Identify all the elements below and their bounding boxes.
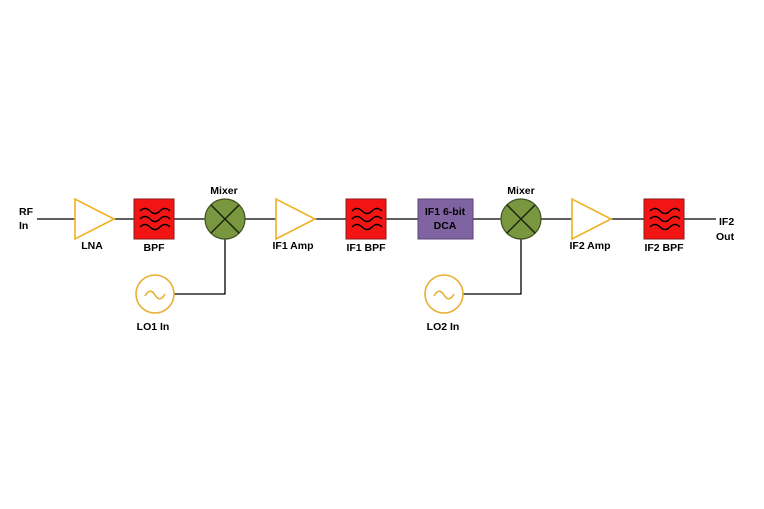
filter-wave-top	[649, 207, 681, 215]
filter-wave-mid	[139, 215, 171, 223]
if2-bpf-block: IF2 BPF	[643, 198, 685, 254]
rf-in-label-line2: In	[19, 220, 28, 232]
filter-wave-bottom	[649, 223, 681, 231]
filter-wave-top	[139, 207, 171, 215]
if2-out-label-line1: IF2	[719, 216, 734, 228]
mixer1-block: Mixer	[204, 185, 246, 240]
if1-bpf-block: IF1 BPF	[345, 198, 387, 254]
mixer-x-line-b	[210, 204, 240, 234]
filter-wave-top	[351, 207, 383, 215]
lo2-block: LO2 In	[424, 274, 464, 333]
lna-label: LNA	[81, 240, 103, 252]
wire-lo2-feed	[463, 239, 522, 295]
if2-bpf-label: IF2 BPF	[644, 242, 684, 254]
dca-label-line2: DCA	[434, 220, 457, 232]
dca-box	[417, 198, 474, 240]
oscillator-sine-wave	[433, 290, 455, 300]
triangle-amplifier-icon	[74, 197, 116, 241]
filter-wave-mid	[351, 215, 383, 223]
dca-block: IF1 6-bit DCA	[417, 198, 474, 240]
if2-out-label-line2: Out	[716, 231, 735, 243]
bpf-label: BPF	[144, 242, 166, 254]
filter-wave-bottom	[351, 223, 383, 231]
if2-amp-block: IF2 Amp	[569, 197, 613, 252]
dca-label-line1: IF1 6-bit	[425, 206, 466, 218]
triangle-amplifier-icon	[275, 197, 317, 241]
lo1-label: LO1 In	[137, 321, 170, 333]
if1-bpf-label: IF1 BPF	[346, 242, 386, 254]
if1-amp-block: IF1 Amp	[272, 197, 317, 252]
bpf-block: BPF	[133, 198, 175, 254]
mixer1-label: Mixer	[210, 185, 237, 197]
filter-wave-bottom	[139, 223, 171, 231]
oscillator-sine-wave	[144, 290, 166, 300]
filter-wave-mid	[649, 215, 681, 223]
signal-path	[37, 218, 716, 295]
rf-in-label-line1: RF	[19, 206, 34, 218]
wire-lo1-feed	[174, 239, 226, 295]
lna-block: LNA	[74, 197, 116, 252]
triangle-amplifier-icon	[571, 197, 613, 241]
if1-amp-label: IF1 Amp	[272, 240, 313, 252]
if2-amp-label: IF2 Amp	[569, 240, 610, 252]
mixer-x-line-b	[506, 204, 536, 234]
mixer2-label: Mixer	[507, 185, 534, 197]
mixer2-block: Mixer	[500, 185, 542, 240]
lo1-block: LO1 In	[135, 274, 175, 333]
lo2-label: LO2 In	[427, 321, 460, 333]
